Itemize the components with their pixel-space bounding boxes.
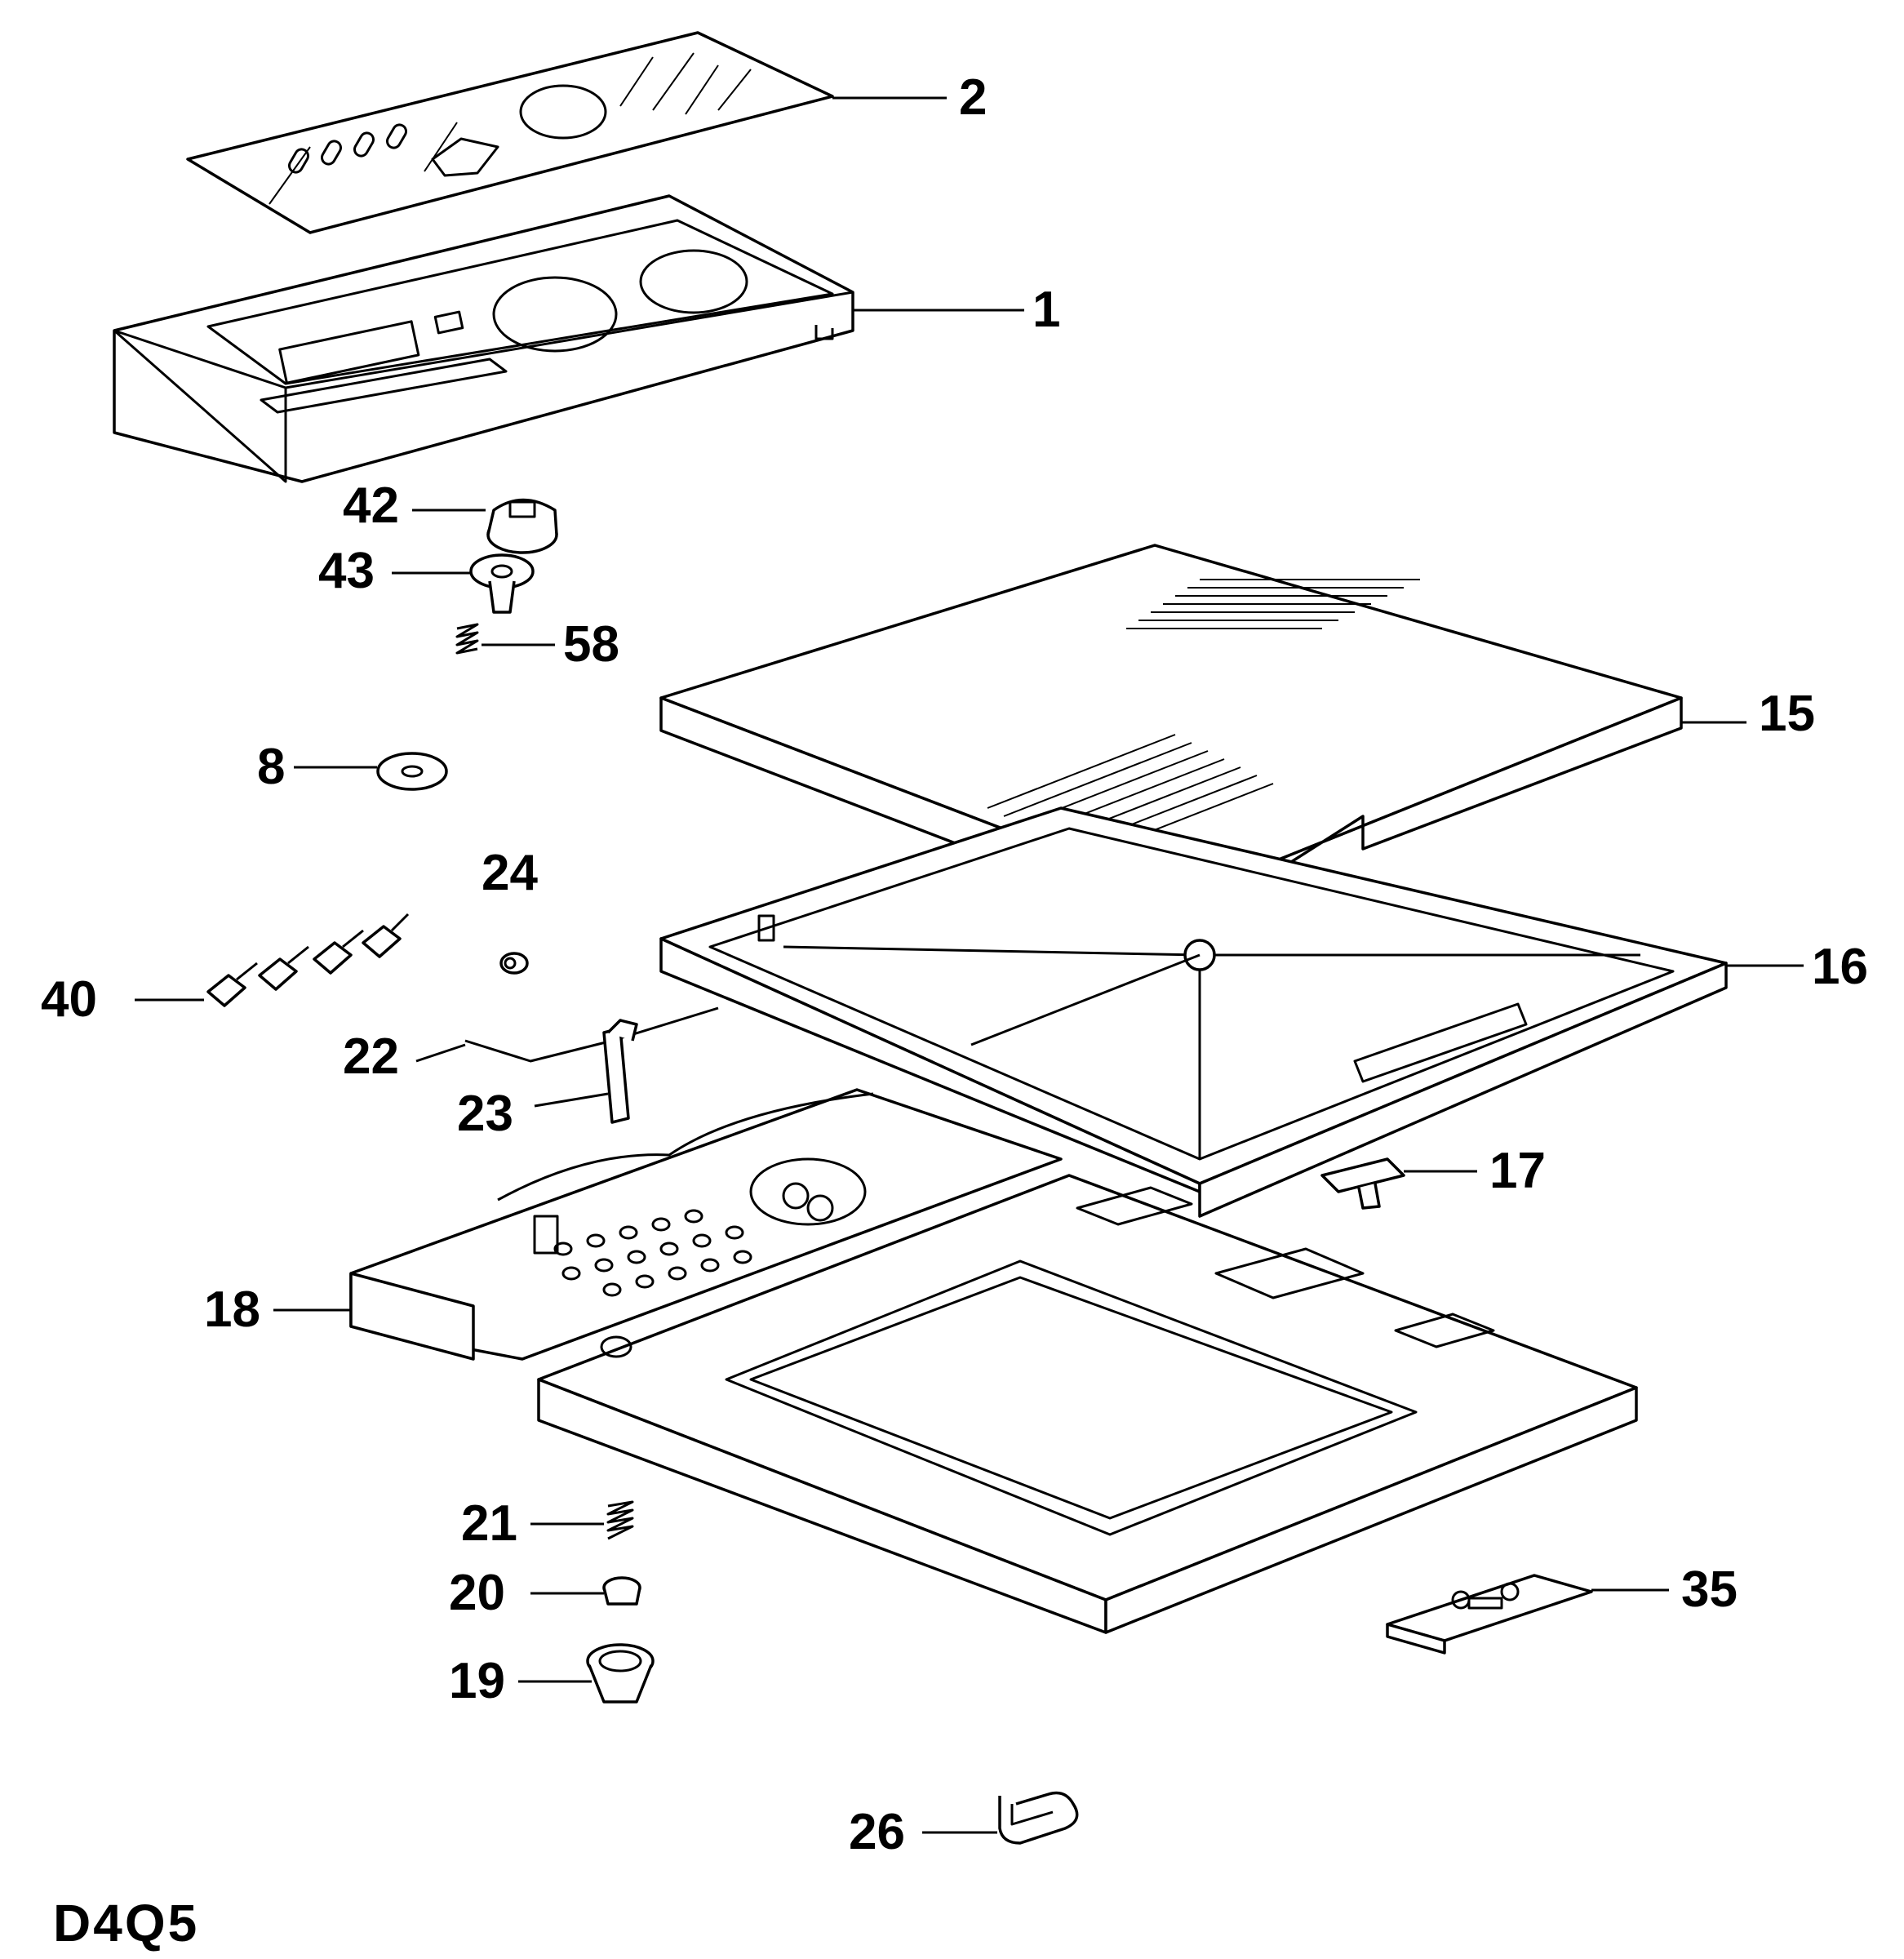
leader-23 (534, 1092, 609, 1108)
callout-20: 20 (449, 1565, 505, 1621)
part-21-spring (606, 1500, 634, 1540)
part-42-knob (486, 498, 558, 554)
callout-42: 42 (343, 478, 399, 534)
part-20-plug (602, 1576, 641, 1606)
diagram-code: D4Q5 (53, 1894, 199, 1952)
part-17-lid-catch (1320, 1157, 1405, 1210)
part-24-bush (499, 952, 529, 975)
part-2-panel-film (186, 31, 834, 234)
callout-17: 17 (1489, 1143, 1546, 1199)
callout-43: 43 (318, 543, 375, 599)
callout-21: 21 (461, 1495, 517, 1552)
part-40-buttons (206, 913, 410, 1007)
callout-24: 24 (482, 845, 538, 901)
callout-8: 8 (257, 739, 285, 795)
callout-58: 58 (563, 616, 619, 673)
part-base-frame (537, 1174, 1638, 1634)
part-23-hinge-clip (602, 1019, 638, 1124)
part-16-lid-frame (659, 806, 1728, 1218)
callout-1: 1 (1032, 282, 1060, 338)
part-35-latch-plate (1386, 1574, 1593, 1655)
part-22-rod (464, 1006, 719, 1063)
callout-23: 23 (457, 1086, 513, 1142)
callout-18: 18 (204, 1282, 260, 1338)
part-58-spring (455, 623, 479, 655)
part-43-knob-shaft (469, 553, 535, 614)
callout-22: 22 (343, 1028, 399, 1085)
part-26-u-clip (998, 1791, 1079, 1845)
callout-16: 16 (1812, 939, 1868, 995)
part-1-panel-fascia (113, 194, 854, 483)
leader-22 (415, 1043, 466, 1063)
part-19-foot-cap (586, 1643, 655, 1704)
callout-15: 15 (1759, 686, 1815, 742)
callout-19: 19 (449, 1653, 505, 1709)
part-8-washer (376, 752, 448, 791)
callout-40: 40 (41, 971, 97, 1028)
part-18-control-housing (349, 1088, 1063, 1361)
callout-35: 35 (1681, 1561, 1738, 1618)
callout-26: 26 (849, 1804, 905, 1860)
callout-2: 2 (959, 69, 987, 126)
